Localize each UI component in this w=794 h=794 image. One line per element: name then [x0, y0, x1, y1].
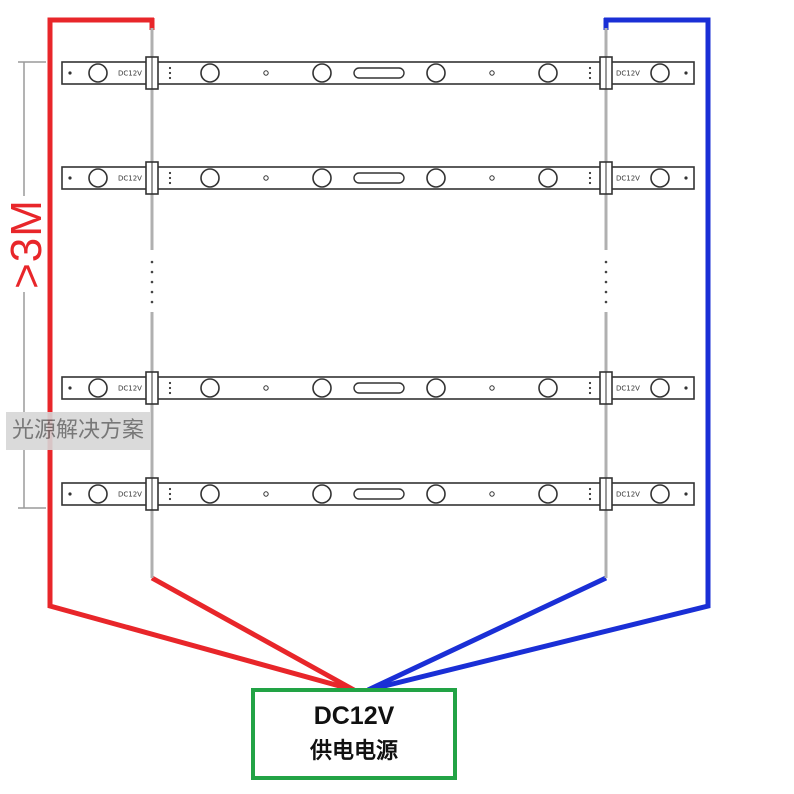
positive-wire-feed [150, 575, 356, 693]
pin-dot [588, 492, 592, 496]
dimension-bracket [18, 61, 46, 509]
pin-dot [588, 66, 592, 70]
led-lens [200, 63, 220, 83]
led-lens [88, 484, 108, 504]
led-lens [538, 63, 558, 83]
module-row-4: DC12V DC12V [61, 477, 695, 511]
pin-dot [588, 487, 592, 491]
power-supply-label: 供电电源 [309, 739, 398, 764]
led-lens [88, 378, 108, 398]
mount-hole [684, 176, 688, 180]
strip-label-right: DC12V [616, 385, 640, 393]
distance-label: >3M [2, 199, 52, 289]
screw-hole [263, 385, 269, 391]
led-lens [538, 378, 558, 398]
mount-hole [68, 386, 72, 390]
pin-dot [588, 497, 592, 501]
blank-panel [184, 226, 504, 330]
led-lens [200, 484, 220, 504]
led-lens [88, 63, 108, 83]
led-lens [312, 63, 332, 83]
mount-slot [353, 488, 405, 500]
mount-hole [684, 492, 688, 496]
led-lens [312, 378, 332, 398]
pin-dot [588, 76, 592, 80]
led-lens [200, 168, 220, 188]
pin-dot [168, 487, 172, 491]
led-lens [426, 63, 446, 83]
strip-label-left: DC12V [118, 385, 142, 393]
led-lens [312, 168, 332, 188]
bus-cable-gap-dots [150, 260, 608, 304]
pin-dot [168, 391, 172, 395]
pin-dot [168, 66, 172, 70]
led-lens [426, 168, 446, 188]
screw-hole [263, 70, 269, 76]
led-lens [538, 484, 558, 504]
mount-hole [684, 386, 688, 390]
mount-hole [684, 71, 688, 75]
power-supply-voltage: DC12V [313, 702, 395, 730]
strip-label-right: DC12V [616, 175, 640, 183]
mount-slot [353, 382, 405, 394]
pin-dot [168, 386, 172, 390]
negative-wire-feed [366, 575, 608, 693]
pin-dot [168, 497, 172, 501]
led-lens [650, 484, 670, 504]
watermark: 光源解决方案 [6, 412, 151, 450]
pin-dot [168, 71, 172, 75]
pin-dot [588, 386, 592, 390]
led-lens [650, 63, 670, 83]
pin-dot [168, 76, 172, 80]
led-lens [312, 484, 332, 504]
negative-wire [367, 17, 711, 693]
pin-dot [168, 492, 172, 496]
screw-hole [489, 491, 495, 497]
positive-wire [47, 17, 355, 693]
led-lens [538, 168, 558, 188]
pin-dot [588, 381, 592, 385]
strip-label-left: DC12V [118, 175, 142, 183]
screw-hole [489, 70, 495, 76]
pin-dot [168, 181, 172, 185]
screw-hole [263, 491, 269, 497]
led-lens [650, 378, 670, 398]
strip-label-left: DC12V [118, 70, 142, 78]
mount-slot [353, 67, 405, 79]
strip-label-right: DC12V [616, 70, 640, 78]
screw-hole [489, 175, 495, 181]
module-row-1: DC12V DC12V [61, 56, 695, 90]
led-lens [650, 168, 670, 188]
mount-hole [68, 492, 72, 496]
pin-dot [588, 176, 592, 180]
strip-label-right: DC12V [616, 491, 640, 499]
led-lens [88, 168, 108, 188]
module-row-3: DC12V DC12V [61, 371, 695, 405]
pin-dot [168, 381, 172, 385]
mount-slot [353, 172, 405, 184]
mount-hole [68, 71, 72, 75]
mount-hole [68, 176, 72, 180]
led-lens [426, 484, 446, 504]
pin-dot [168, 171, 172, 175]
screw-hole [263, 175, 269, 181]
pin-dot [588, 171, 592, 175]
power-supply-box: DC12V 供电电源 [251, 688, 457, 780]
pin-dot [588, 71, 592, 75]
pin-dot [588, 181, 592, 185]
led-lens [426, 378, 446, 398]
screw-hole [489, 385, 495, 391]
strip-label-left: DC12V [118, 491, 142, 499]
pin-dot [168, 176, 172, 180]
led-lens [200, 378, 220, 398]
module-row-2: DC12V DC12V [61, 161, 695, 195]
led-strips: DC12V DC12V DC12V DC12V DC12V DC12V DC12V DC12V [61, 56, 695, 511]
pin-dot [588, 391, 592, 395]
